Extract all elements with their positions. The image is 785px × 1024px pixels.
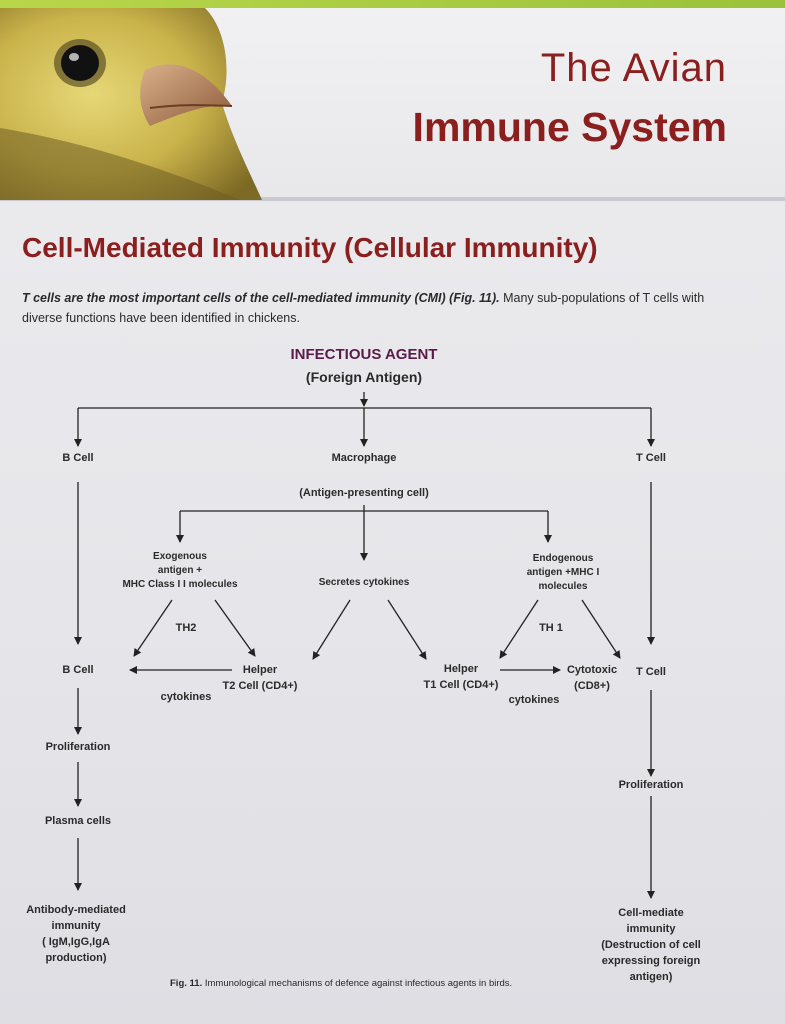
cell-mediate-line-2: immunity — [626, 923, 676, 935]
plasma-cells-label: Plasma cells — [44, 815, 112, 827]
helper-t2-line-2: T2 Cell (CD4+) — [222, 680, 298, 692]
header-divider — [0, 197, 785, 201]
exogenous-antigen-label: Exogenous antigen + MHC Class I I molecu… — [118, 550, 242, 592]
cell-mediate-line-3: (Destruction of cell — [601, 939, 701, 951]
endogenous-line-1: Endogenous — [532, 553, 594, 564]
helper-t2-line-1: Helper — [242, 664, 278, 676]
proliferation-right-label: Proliferation — [618, 779, 684, 791]
antibody-line-4: production) — [45, 952, 107, 964]
exogenous-line-2: antigen + — [157, 565, 203, 576]
cell-mediated-immunity-label: Cell-mediate immunity (Destruction of ce… — [586, 905, 716, 985]
cell-mediate-line-5: antigen) — [629, 971, 673, 983]
title-line-2: Immune System — [412, 104, 727, 150]
th2-label: TH2 — [175, 622, 197, 634]
endogenous-line-3: molecules — [538, 581, 588, 592]
exogenous-line-1: Exogenous — [153, 551, 207, 562]
infectious-agent-label: INFECTIOUS AGENT — [290, 346, 438, 363]
secretes-cytokines-label: Secretes cytokines — [318, 577, 410, 588]
macrophage-label: Macrophage — [331, 452, 397, 464]
helper-t1-line-1: Helper — [443, 663, 479, 675]
helper-t1-cell-label: Helper T1 Cell (CD4+) — [408, 661, 514, 693]
endogenous-antigen-label: Endogenous antigen +MHC I molecules — [503, 552, 623, 594]
antibody-line-1: Antibody-mediated — [26, 904, 126, 916]
top-color-strip — [0, 0, 785, 8]
cytotoxic-cell-label: Cytotoxic (CD8+) — [558, 662, 626, 694]
cell-mediate-line-1: Cell-mediate — [618, 907, 684, 919]
caption-label: Fig. 11. — [170, 978, 203, 989]
intro-rest: Many sub-populations of T cells with div… — [22, 291, 705, 325]
cytokines-left-label: cytokines — [160, 691, 212, 703]
t-cell-mid-label: T Cell — [636, 666, 666, 678]
exogenous-line-3: MHC Class I I molecules — [122, 579, 238, 590]
title-line-1: The Avian — [540, 46, 727, 90]
antibody-line-2: immunity — [51, 920, 101, 932]
cytotoxic-line-1: Cytotoxic — [566, 664, 618, 676]
cytotoxic-line-2: (CD8+) — [574, 680, 610, 692]
b-cell-top-label: B Cell — [62, 452, 94, 464]
intro-paragraph: T cells are the most important cells of … — [22, 288, 742, 328]
intro-lead: T cells are the most important cells of … — [22, 291, 500, 305]
t-cell-top-label: T Cell — [636, 452, 666, 464]
figure-caption: Fig. 11. Immunological mechanisms of def… — [170, 978, 512, 989]
th1-label: TH 1 — [539, 622, 563, 634]
proliferation-left-label: Proliferation — [45, 741, 111, 753]
cytokines-right-label: cytokines — [508, 694, 560, 706]
antibody-mediated-immunity-label: Antibody-mediated immunity ( IgM,IgG,IgA… — [8, 902, 144, 966]
section-title: Cell-Mediated Immunity (Cellular Immunit… — [22, 232, 598, 263]
cell-mediate-line-4: expressing foreign — [601, 955, 701, 967]
chick-photo — [0, 8, 262, 200]
b-cell-mid-label: B Cell — [62, 664, 94, 676]
antigen-presenting-cell-label: (Antigen-presenting cell) — [299, 487, 429, 499]
helper-t2-cell-label: Helper T2 Cell (CD4+) — [207, 662, 313, 694]
antibody-line-3: ( IgM,IgG,IgA — [42, 936, 110, 948]
endogenous-line-2: antigen +MHC I — [526, 567, 600, 578]
helper-t1-line-2: T1 Cell (CD4+) — [423, 679, 499, 691]
caption-text: Immunological mechanisms of defence agai… — [202, 978, 513, 989]
foreign-antigen-label: (Foreign Antigen) — [305, 369, 423, 385]
